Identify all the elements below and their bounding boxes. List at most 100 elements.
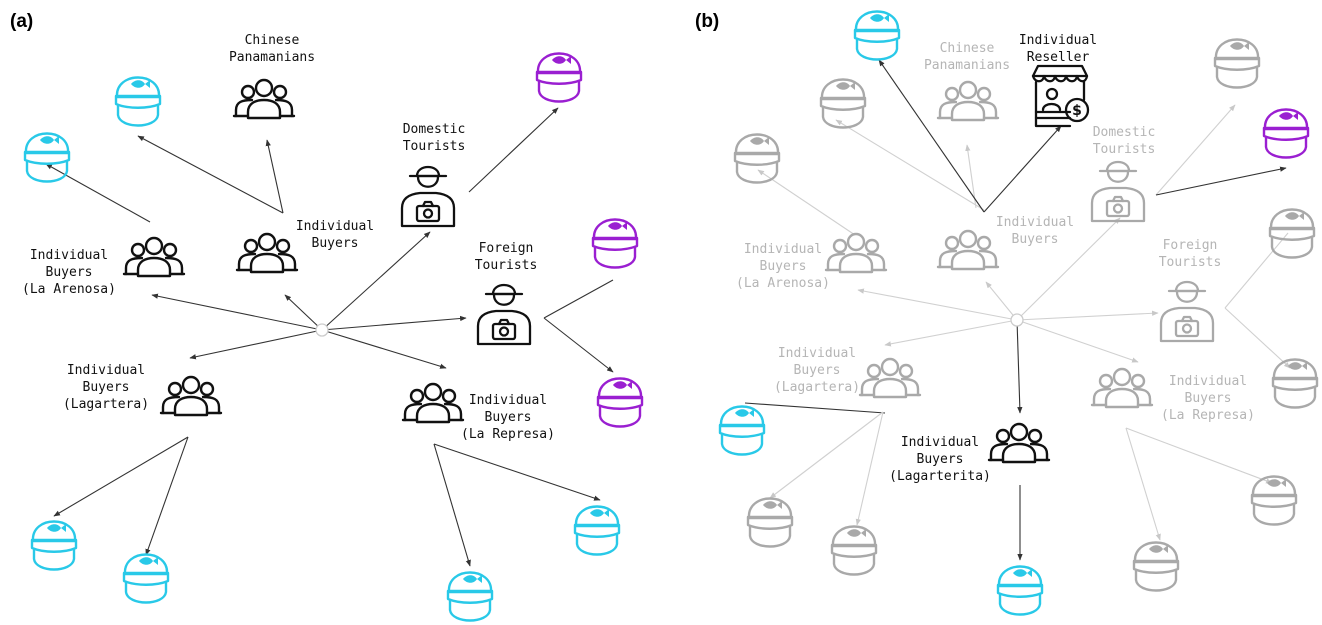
edge-arenosa-fisher-b xyxy=(757,169,856,236)
fisher-cap-icon xyxy=(733,133,781,184)
fisher-cap-icon xyxy=(1213,38,1261,89)
edge-hub-to-foreign-tourists xyxy=(321,315,467,331)
chinese-panamanians-group xyxy=(232,78,296,120)
fisher-cap-icon xyxy=(1250,475,1298,526)
edge-domestic-fisher-grey xyxy=(1155,104,1236,196)
edge-hub-to-la-represa xyxy=(321,329,447,369)
foreign-tourist-icon xyxy=(476,283,532,346)
edge-represa-fisher-1 xyxy=(433,443,601,501)
hub-node-a xyxy=(315,323,329,337)
edge-hub-to-arenosa-b xyxy=(857,288,1018,321)
edge-hub-to-arenosa xyxy=(151,293,323,331)
fish-icon xyxy=(1230,42,1249,50)
fish-icon xyxy=(735,409,754,417)
edge-hub-to-domestic-b xyxy=(1016,217,1121,321)
edge-foreign-fisher-1 xyxy=(543,279,614,319)
edge-represa-fisher-2-b xyxy=(1125,427,1161,541)
edge-lagartera-fisher-grey-1 xyxy=(769,411,884,499)
hub-node-b xyxy=(1010,313,1024,327)
edge-hub-to-individual-buyers-b xyxy=(985,281,1018,321)
fish-icon xyxy=(139,557,158,565)
fish-icon xyxy=(608,222,627,230)
fisher-cap-icon xyxy=(853,10,901,61)
fisher-cap-icon xyxy=(1268,208,1316,259)
fish-icon xyxy=(552,56,571,64)
arenosa-buyers-group xyxy=(122,236,186,278)
fish-icon xyxy=(1285,212,1304,220)
fisher-cap-icon xyxy=(23,132,71,183)
edge-foreign-fisher-2-b xyxy=(1224,307,1291,369)
edge-ib-to-reseller xyxy=(983,125,1062,213)
fisher-cap-icon xyxy=(30,520,78,571)
network-nodes: $ xyxy=(23,10,1319,622)
edge-hub-to-domestic-tourists xyxy=(321,231,431,331)
fisher-cap-icon xyxy=(535,52,583,103)
fisher-cap-icon xyxy=(1271,358,1319,409)
fish-icon xyxy=(836,82,855,90)
edge-domestic-fisher xyxy=(468,107,559,193)
edge-represa-fisher-2 xyxy=(433,443,471,567)
edge-hub-to-represa-b xyxy=(1016,319,1139,363)
edge-domestic-fisher-purple xyxy=(1155,166,1287,196)
fish-icon xyxy=(763,501,782,509)
individual-buyers-group-b xyxy=(936,229,1000,271)
domestic-tourist-icon-b xyxy=(1090,160,1146,223)
edge-ib-fisher-cyan xyxy=(878,59,985,213)
edge-lagartera-fisher-cyan xyxy=(744,402,886,414)
edge-foreign-fisher-2 xyxy=(543,317,614,373)
chinese-panamanians-group-b xyxy=(936,80,1000,122)
fisher-cap-icon xyxy=(746,497,794,548)
fish-icon xyxy=(1267,479,1286,487)
fisher-cap-icon xyxy=(819,78,867,129)
edge-foreign-fisher-1-b xyxy=(1224,232,1289,309)
edge-ib-to-chinese xyxy=(265,139,284,214)
edge-hub-to-lagartera xyxy=(189,329,323,360)
fish-icon xyxy=(590,509,609,517)
dollar-sign-icon: $ xyxy=(1072,103,1082,119)
edge-fisher-arenosa xyxy=(45,163,151,223)
domestic-tourist-icon xyxy=(400,165,456,228)
fisher-cap-icon xyxy=(1262,108,1310,159)
fish-icon xyxy=(463,575,482,583)
fisher-cap-icon xyxy=(446,571,494,622)
edge-lagartera-fisher-2 xyxy=(145,436,189,556)
lagarterita-buyers-group xyxy=(987,422,1051,464)
fish-icon xyxy=(40,136,59,144)
panel-b-tag: (b) xyxy=(695,11,719,32)
network-edges xyxy=(45,59,1291,567)
foreign-tourist-icon-b xyxy=(1159,280,1215,343)
fisher-cap-icon xyxy=(573,505,621,556)
edge-ib-fisher-grey-b xyxy=(835,119,985,211)
panel-a-tag: (a) xyxy=(10,11,33,32)
edge-fisher-ib xyxy=(137,135,284,214)
fish-icon xyxy=(750,137,769,145)
fish-icon xyxy=(1279,112,1298,120)
fish-icon xyxy=(131,80,150,88)
fish-icon xyxy=(870,14,889,22)
fish-icon xyxy=(47,524,66,532)
edge-hub-to-individual-buyers xyxy=(284,294,323,331)
represa-buyers-group xyxy=(401,382,465,424)
reseller-shop-icon: $ xyxy=(1031,64,1090,128)
edge-hub-to-lagartera-b xyxy=(884,319,1018,347)
fish-icon xyxy=(847,529,866,537)
fish-icon xyxy=(1288,362,1307,370)
fish-icon xyxy=(1013,569,1032,577)
